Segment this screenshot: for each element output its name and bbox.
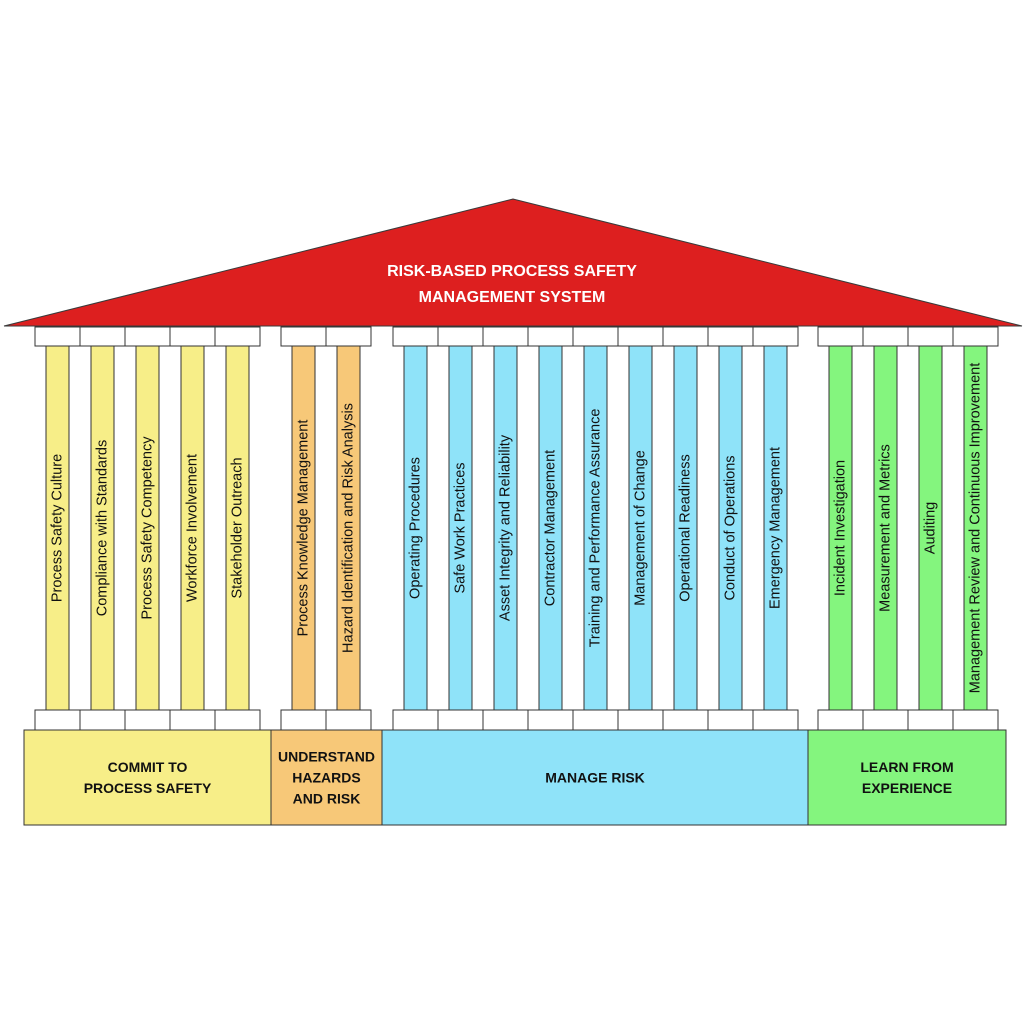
foundation-label-commit: PROCESS SAFETY bbox=[84, 780, 212, 796]
pillar-base bbox=[214, 709, 261, 731]
pillar-label: Process Safety Competency bbox=[140, 436, 156, 620]
foundation-block-learn bbox=[807, 729, 1007, 826]
pillar-shaft-manage bbox=[718, 345, 743, 711]
pillar-shaft-commit bbox=[90, 345, 115, 711]
pillar-label: Operational Readiness bbox=[678, 454, 694, 602]
pillar-shaft-manage bbox=[628, 345, 653, 711]
pillar-shaft-manage bbox=[538, 345, 563, 711]
pillar-label: Stakeholder Outreach bbox=[230, 457, 246, 598]
pillar-base bbox=[527, 709, 574, 731]
pillar-shaft-learn bbox=[918, 345, 943, 711]
pillar-base bbox=[280, 709, 327, 731]
pillar-base bbox=[907, 709, 954, 731]
pillar-base bbox=[752, 709, 799, 731]
pillar-label: Hazard Identification and Risk Analysis bbox=[341, 403, 357, 653]
pillar-capital bbox=[34, 326, 81, 347]
pillar-base bbox=[79, 709, 126, 731]
pillar-capital bbox=[907, 326, 954, 347]
pillar-shaft-commit bbox=[135, 345, 160, 711]
pillar-label: Asset Integrity and Reliability bbox=[498, 434, 514, 621]
pillar-capital bbox=[79, 326, 126, 347]
pillars: Process Safety Culture Compliance with St… bbox=[34, 326, 999, 731]
pillar-capital bbox=[662, 326, 709, 347]
roof: RISK-BASED PROCESS SAFETY MANAGEMENT SYS… bbox=[3, 198, 1023, 327]
foundation-label-understand: HAZARDS bbox=[292, 770, 360, 786]
pillar-label: Training and Performance Assurance bbox=[588, 409, 604, 648]
pillar-label: Safe Work Practices bbox=[453, 462, 469, 593]
pillar-base bbox=[952, 709, 999, 731]
pillar-capital bbox=[325, 326, 372, 347]
pillar-base bbox=[482, 709, 529, 731]
pillar-base bbox=[707, 709, 754, 731]
pillar-shaft-learn bbox=[963, 345, 988, 711]
pillar-label: Operating Procedures bbox=[408, 457, 424, 599]
roof-title-line2: MANAGEMENT SYSTEM bbox=[419, 289, 606, 306]
pillar-base bbox=[617, 709, 664, 731]
pillar-label: Process Knowledge Management bbox=[296, 420, 312, 637]
foundation-label-understand: UNDERSTAND bbox=[278, 749, 375, 765]
roof-shape bbox=[3, 198, 1023, 327]
pillar-shaft-commit bbox=[180, 345, 205, 711]
pillar-capital bbox=[752, 326, 799, 347]
foundation-label-commit: COMMIT TO bbox=[108, 759, 188, 775]
pillar-shaft-manage bbox=[448, 345, 473, 711]
pillar-shaft-manage bbox=[673, 345, 698, 711]
pillar-capital bbox=[392, 326, 439, 347]
pillar-capital bbox=[482, 326, 529, 347]
pillar-shaft-manage bbox=[763, 345, 788, 711]
foundation-label-manage: MANAGE RISK bbox=[545, 770, 645, 786]
pillar-base bbox=[817, 709, 864, 731]
pillar-shaft-understand bbox=[336, 345, 361, 711]
pillar-base bbox=[437, 709, 484, 731]
foundation-block-manage bbox=[381, 729, 809, 826]
pillar-shaft-commit bbox=[225, 345, 250, 711]
pillar-label: Conduct of Operations bbox=[723, 455, 739, 600]
pillar-capital bbox=[572, 326, 619, 347]
pillar-shaft-manage bbox=[493, 345, 518, 711]
foundation-block-understand bbox=[270, 729, 383, 826]
pillar-label: Process Safety Culture bbox=[50, 454, 66, 602]
pillar-capital bbox=[527, 326, 574, 347]
foundation-label-learn: LEARN FROM bbox=[860, 759, 953, 775]
pillar-base bbox=[862, 709, 909, 731]
pillar-label: Management of Change bbox=[633, 450, 649, 606]
pillar-base bbox=[124, 709, 171, 731]
pillar-shaft-understand bbox=[291, 345, 316, 711]
foundation: COMMIT TO PROCESS SAFETY UNDERSTAND HAZARDS… bbox=[23, 729, 1007, 826]
pillar-base bbox=[325, 709, 372, 731]
pillar-base bbox=[34, 709, 81, 731]
pillar-capital bbox=[617, 326, 664, 347]
pillar-label: Contractor Management bbox=[543, 450, 559, 606]
foundation-block-commit bbox=[23, 729, 272, 826]
pillar-label: Management Review and Continuous Improve… bbox=[968, 363, 984, 693]
pillar-label: Workforce Involvement bbox=[185, 454, 201, 602]
pillar-shaft-commit bbox=[45, 345, 70, 711]
pillar-base bbox=[662, 709, 709, 731]
pillar-capital bbox=[862, 326, 909, 347]
pillar-label: Emergency Management bbox=[768, 447, 784, 609]
pillar-capital bbox=[124, 326, 171, 347]
pillar-capital bbox=[214, 326, 261, 347]
pillar-shaft-manage bbox=[403, 345, 428, 711]
roof-title-line1: RISK-BASED PROCESS SAFETY bbox=[387, 263, 637, 280]
pillar-shaft-learn bbox=[873, 345, 898, 711]
pillar-shaft-manage bbox=[583, 345, 608, 711]
pillar-label: Incident Investigation bbox=[833, 460, 849, 596]
pillar-capital bbox=[169, 326, 216, 347]
foundation-label-learn: EXPERIENCE bbox=[862, 780, 952, 796]
foundation-label-understand: AND RISK bbox=[293, 791, 361, 807]
pillar-capital bbox=[817, 326, 864, 347]
pillar-label: Auditing bbox=[923, 502, 939, 554]
pillar-base bbox=[392, 709, 439, 731]
pillar-capital bbox=[952, 326, 999, 347]
pillar-capital bbox=[280, 326, 327, 347]
pillar-label: Measurement and Metrics bbox=[878, 444, 894, 612]
pillar-base bbox=[169, 709, 216, 731]
pillar-label: Compliance with Standards bbox=[95, 440, 111, 617]
pillar-base bbox=[572, 709, 619, 731]
pillar-capital bbox=[437, 326, 484, 347]
pillar-shaft-learn bbox=[828, 345, 853, 711]
pillar-capital bbox=[707, 326, 754, 347]
